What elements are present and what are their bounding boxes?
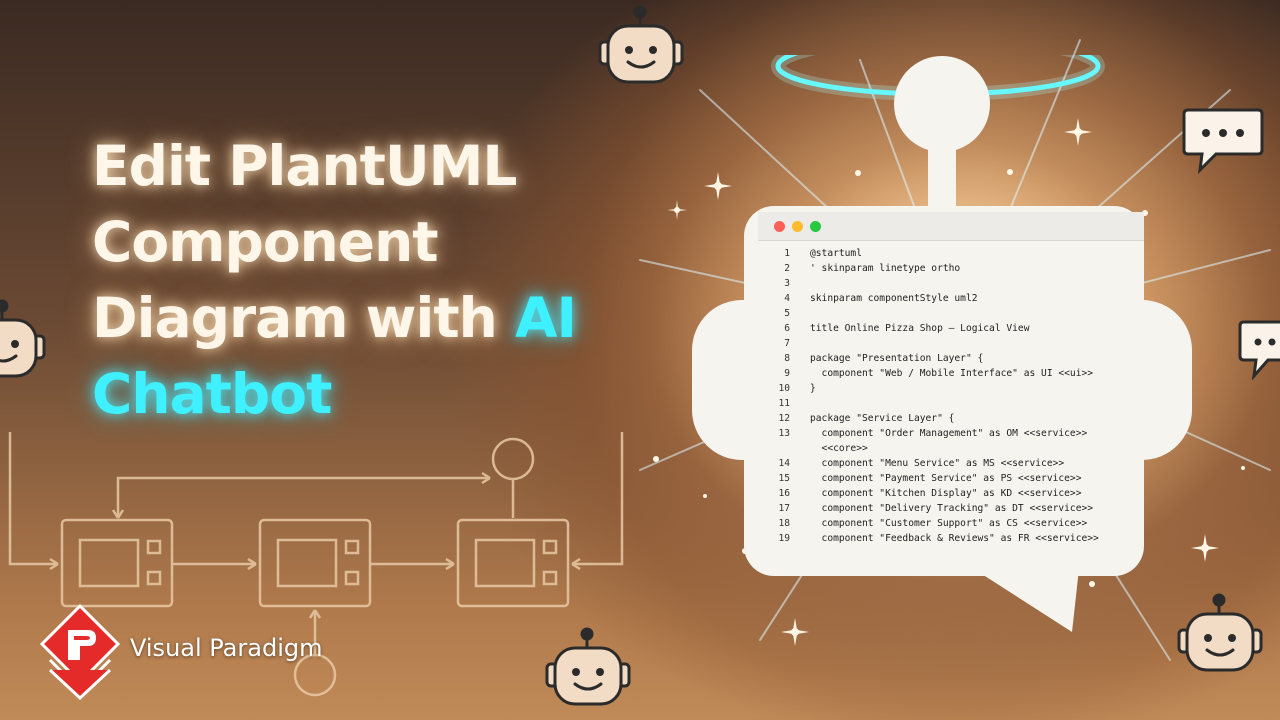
- sparkle-icon: [1191, 534, 1219, 562]
- line-number: 10: [778, 383, 790, 394]
- code-text: title Online Pizza Shop – Logical View: [810, 323, 1030, 334]
- code-text: }: [810, 383, 816, 394]
- code-text: component "Order Management" as OM <<ser…: [810, 428, 1088, 439]
- code-text: component "Customer Support" as CS <<ser…: [810, 518, 1088, 529]
- code-line: 5: [758, 306, 1144, 321]
- code-line: 13 component "Order Management" as OM <<…: [758, 426, 1144, 441]
- line-number: 2: [784, 263, 790, 274]
- window-maximize-button[interactable]: [810, 221, 821, 232]
- line-number: 6: [784, 323, 790, 334]
- line-number: 8: [784, 353, 790, 364]
- code-line: <<core>>: [758, 441, 1144, 456]
- line-number: 16: [778, 488, 790, 499]
- window-titlebar: [758, 212, 1144, 241]
- sparkle-icon: [1064, 118, 1092, 146]
- code-line: 10}: [758, 381, 1144, 396]
- robot-icon: [545, 627, 631, 706]
- line-number: 11: [778, 398, 790, 409]
- brand: Visual Paradigm: [40, 604, 370, 700]
- headline-accent-ai: AI: [514, 286, 577, 350]
- headline-line-3-main: Diagram with: [92, 286, 515, 350]
- robot-icon: [1177, 593, 1263, 672]
- code-text: component "Web / Mobile Interface" as UI…: [810, 368, 1094, 379]
- code-text: component "Kitchen Display" as KD <<serv…: [810, 488, 1082, 499]
- code-line: 3: [758, 276, 1144, 291]
- sparkle-icon: [704, 172, 732, 200]
- flow-node-circle: [293, 653, 337, 697]
- code-line: 2 ' skinparam linetype ortho: [758, 261, 1144, 276]
- code-line: 6 title Online Pizza Shop – Logical View: [758, 321, 1144, 336]
- headline-line-3: Diagram with AI: [92, 280, 692, 356]
- code-line: 1 @startuml: [758, 246, 1144, 261]
- line-number: 4: [784, 293, 790, 304]
- code-line: 17 component "Delivery Tracking" as DT <…: [758, 501, 1144, 516]
- code-editor-window: 1 @startuml 2 ' skinparam linetype ortho 3 4 s…: [758, 212, 1144, 557]
- line-number: 7: [784, 338, 790, 349]
- code-text: component "Menu Service" as MS <<service…: [810, 458, 1065, 469]
- speech-bubble-icon: [1238, 320, 1280, 381]
- flow-component-box: [456, 518, 570, 608]
- line-number: 12: [778, 413, 790, 424]
- line-number: 3: [784, 278, 790, 289]
- headline-line-2: Component: [92, 210, 439, 274]
- code-line: 7: [758, 336, 1144, 351]
- code-text: component "Delivery Tracking" as DT <<se…: [810, 503, 1094, 514]
- code-line: 8 package "Presentation Layer" {: [758, 351, 1144, 366]
- line-number: 19: [778, 533, 790, 544]
- flow-connector: [8, 432, 58, 566]
- code-text: package "Service Layer" {: [810, 413, 955, 424]
- chatbot-head-shape: [692, 55, 1192, 632]
- line-number: 1: [784, 248, 790, 259]
- headline-accent-chatbot: Chatbot: [92, 362, 332, 426]
- code-line: 4 skinparam componentStyle uml2: [758, 291, 1144, 306]
- flow-component-box: [258, 518, 372, 608]
- code-line: 12 package "Service Layer" {: [758, 411, 1144, 426]
- brand-name: Visual Paradigm: [130, 634, 323, 662]
- sparkle-icon: [667, 200, 687, 220]
- line-number: 13: [778, 428, 790, 439]
- code-line: 16 component "Kitchen Display" as KD <<s…: [758, 486, 1144, 501]
- line-number: 17: [778, 503, 790, 514]
- line-number: 18: [778, 518, 790, 529]
- code-text: ' skinparam linetype ortho: [810, 263, 961, 274]
- code-text: <<core>>: [810, 443, 868, 454]
- code-line: 19 component "Feedback & Reviews" as FR …: [758, 531, 1144, 546]
- window-minimize-button[interactable]: [792, 221, 803, 232]
- line-number: 15: [778, 473, 790, 484]
- visual-paradigm-logo-icon: [40, 604, 120, 700]
- code-content[interactable]: 1 @startuml 2 ' skinparam linetype ortho 3 4 s…: [758, 246, 1144, 546]
- speech-bubble-icon: [1182, 108, 1264, 175]
- robot-icon: [598, 5, 684, 84]
- code-text: component "Payment Service" as PS <<serv…: [810, 473, 1082, 484]
- flow-component-box: [60, 518, 174, 608]
- code-text: skinparam componentStyle uml2: [810, 293, 978, 304]
- line-number: 9: [784, 368, 790, 379]
- code-line: 9 component "Web / Mobile Interface" as …: [758, 366, 1144, 381]
- component-flow-illustration: [8, 432, 624, 697]
- code-line: 18 component "Customer Support" as CS <<…: [758, 516, 1144, 531]
- code-line: 11: [758, 396, 1144, 411]
- window-close-button[interactable]: [774, 221, 785, 232]
- code-line: 15 component "Payment Service" as PS <<s…: [758, 471, 1144, 486]
- line-number: 14: [778, 458, 790, 469]
- code-line: 14 component "Menu Service" as MS <<serv…: [758, 456, 1144, 471]
- line-number: 5: [784, 308, 790, 319]
- code-text: package "Presentation Layer" {: [810, 353, 984, 364]
- headline-line-1: Edit PlantUML: [92, 134, 517, 198]
- robot-icon: [0, 299, 46, 378]
- code-text: component "Feedback & Reviews" as FR <<s…: [810, 533, 1099, 544]
- code-text: @startuml: [810, 248, 862, 259]
- sparkle-icon: [781, 618, 809, 646]
- flow-node-circle: [491, 437, 535, 481]
- headline: Edit PlantUML Component Diagram with AI …: [92, 128, 692, 432]
